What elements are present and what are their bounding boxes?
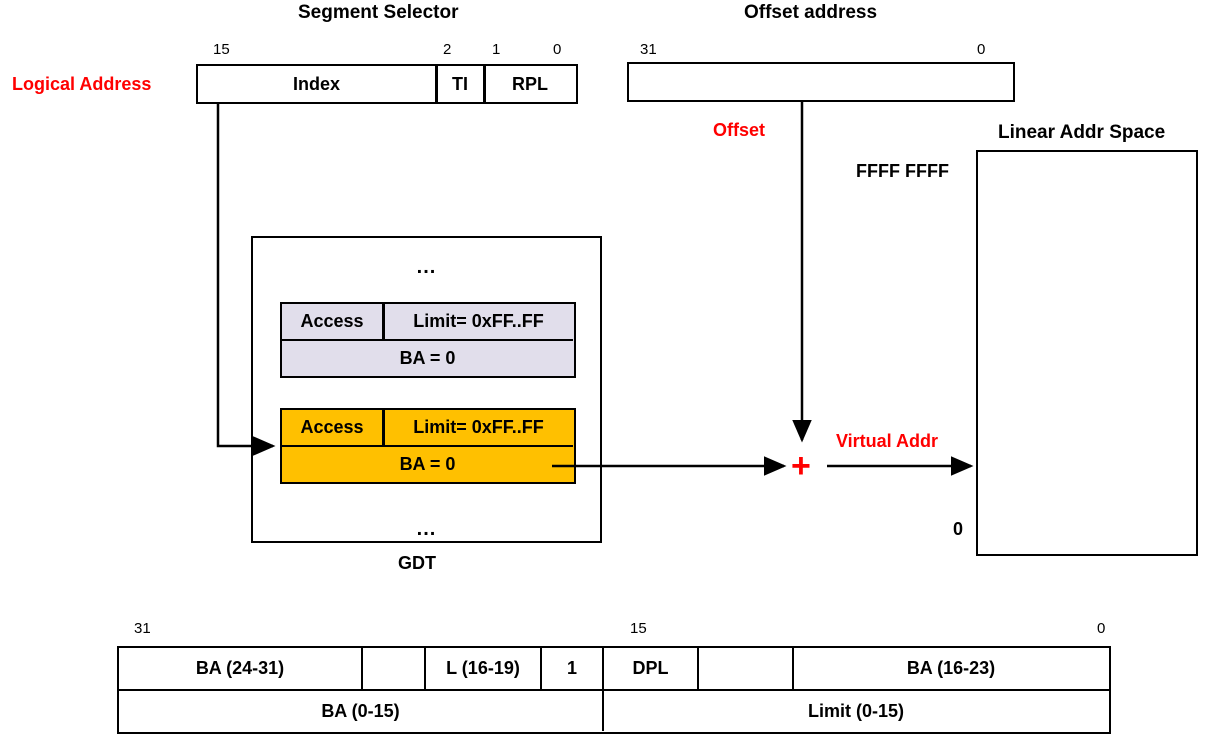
gdt-entry-selected[interactable]: Access Limit= 0xFF..FF BA = 0 xyxy=(280,408,576,484)
gdt-entry-unselected-base: BA = 0 xyxy=(282,341,573,375)
divider-index-ti xyxy=(435,64,438,104)
gdt-entry-unselected[interactable]: Access Limit= 0xFF..FF BA = 0 xyxy=(280,302,576,378)
gdt-box: ... ... xyxy=(251,236,602,543)
offset-address-bit-0: 0 xyxy=(977,41,986,58)
linear-addr-space-box xyxy=(976,150,1198,556)
gdt-entry-unselected-hrule xyxy=(282,339,573,342)
gdt-entry-selected-base: BA = 0 xyxy=(282,447,573,481)
descriptor-cell-present-bit[interactable]: 1 xyxy=(542,648,604,689)
gdt-entry-unselected-access: Access xyxy=(282,304,382,339)
offset-label: Offset xyxy=(713,120,766,140)
virtual-addr-label: Virtual Addr xyxy=(836,431,939,451)
segment-selector-bit-2: 2 xyxy=(443,41,452,58)
descriptor-cell-type[interactable] xyxy=(699,648,794,689)
descriptor-row-lower: BA (0-15) Limit (0-15) xyxy=(119,691,1109,731)
linear-addr-space-bottom-label: 0 xyxy=(953,519,964,539)
offset-address-bit-31: 31 xyxy=(640,41,657,58)
gdt-top-ellipsis: ... xyxy=(416,256,437,278)
segment-descriptor-table: BA (24-31) L (16-19) 1 DPL BA (16-23) BA… xyxy=(117,646,1111,734)
segment-selector-field-rpl[interactable]: RPL xyxy=(512,73,548,94)
offset-address-value xyxy=(629,64,1013,100)
gdt-bottom-ellipsis: ... xyxy=(416,518,437,540)
descriptor-bit-15: 15 xyxy=(630,620,647,637)
segment-selector-bit-1: 1 xyxy=(492,41,501,58)
segment-selector-field-index[interactable]: Index xyxy=(292,73,340,94)
adder-plus-icon: + xyxy=(791,447,811,485)
offset-address-title: Offset address xyxy=(744,2,878,23)
segment-selector-field-ti[interactable]: TI xyxy=(452,73,468,94)
descriptor-cell-ba-0-15[interactable]: BA (0-15) xyxy=(119,691,604,731)
segment-selector-box: Index TI RPL xyxy=(196,64,578,104)
descriptor-cell-l-16-19[interactable]: L (16-19) xyxy=(426,648,542,689)
divider-ti-rpl xyxy=(483,64,486,104)
gdt-caption: GDT xyxy=(398,553,436,573)
gdt-entry-unselected-limit: Limit= 0xFF..FF xyxy=(384,304,573,339)
offset-address-box[interactable] xyxy=(627,62,1015,102)
gdt-entry-selected-hrule xyxy=(282,445,573,448)
linear-addr-space-top-label: FFFF FFFF xyxy=(856,161,949,181)
linear-addr-space-title: Linear Addr Space xyxy=(998,122,1166,143)
descriptor-cell-ba-24-31[interactable]: BA (24-31) xyxy=(119,648,363,689)
descriptor-cell-limit-0-15[interactable]: Limit (0-15) xyxy=(807,700,904,721)
segment-selector-bit-15: 15 xyxy=(213,41,230,58)
segment-selector-title: Segment Selector xyxy=(298,2,459,23)
descriptor-cell-flags[interactable] xyxy=(363,648,426,689)
gdt-entry-selected-divider xyxy=(382,410,385,445)
gdt-entry-selected-limit: Limit= 0xFF..FF xyxy=(384,410,573,445)
descriptor-bit-31: 31 xyxy=(134,620,151,637)
descriptor-row-upper: BA (24-31) L (16-19) 1 DPL BA (16-23) xyxy=(119,648,1109,691)
segment-selector-bit-0: 0 xyxy=(553,41,562,58)
descriptor-bit-0: 0 xyxy=(1097,620,1106,637)
logical-address-label: Logical Address xyxy=(12,74,152,94)
gdt-entry-selected-access: Access xyxy=(282,410,382,445)
descriptor-cell-ba-16-23[interactable]: BA (16-23) xyxy=(906,658,996,678)
gdt-entry-unselected-divider xyxy=(382,304,385,339)
descriptor-cell-dpl[interactable]: DPL xyxy=(604,648,699,689)
